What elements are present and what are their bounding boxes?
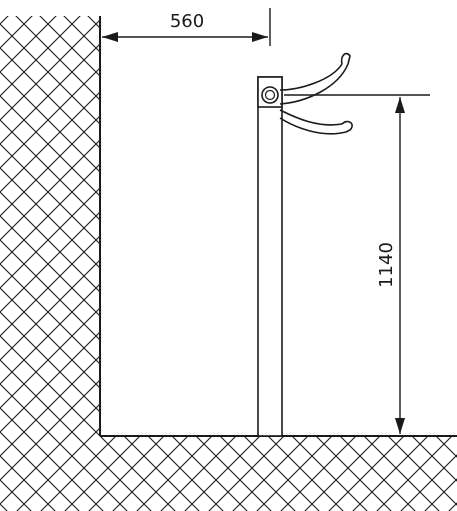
dim-v-arrow-top bbox=[395, 97, 405, 113]
upper-arm-tip bbox=[340, 52, 351, 65]
upper-arm-inner bbox=[279, 63, 349, 105]
lower-arm-tip bbox=[341, 120, 353, 133]
post-body bbox=[257, 76, 283, 437]
pivot-circle-inner bbox=[264, 89, 276, 101]
floor bbox=[0, 435, 457, 511]
pivot-circle-outer bbox=[261, 86, 279, 104]
lower-arm-inner bbox=[279, 117, 347, 135]
dimension-horizontal: 560 bbox=[102, 8, 271, 46]
post bbox=[257, 76, 283, 437]
dim-v-label: 1140 bbox=[376, 242, 397, 288]
holder-arms bbox=[279, 52, 353, 135]
upper-arm-outer bbox=[279, 63, 343, 91]
lower-arm-outer bbox=[279, 109, 343, 126]
floor-hatch bbox=[0, 436, 457, 511]
dim-h-arrow-left bbox=[102, 32, 118, 42]
dim-h-label: 560 bbox=[170, 11, 204, 32]
wall bbox=[0, 16, 101, 436]
dim-h-arrow-right bbox=[252, 32, 268, 42]
wall-hatch bbox=[0, 16, 100, 436]
dim-v-arrow-bottom bbox=[395, 418, 405, 434]
dimension-vertical: 1140 bbox=[284, 94, 430, 434]
